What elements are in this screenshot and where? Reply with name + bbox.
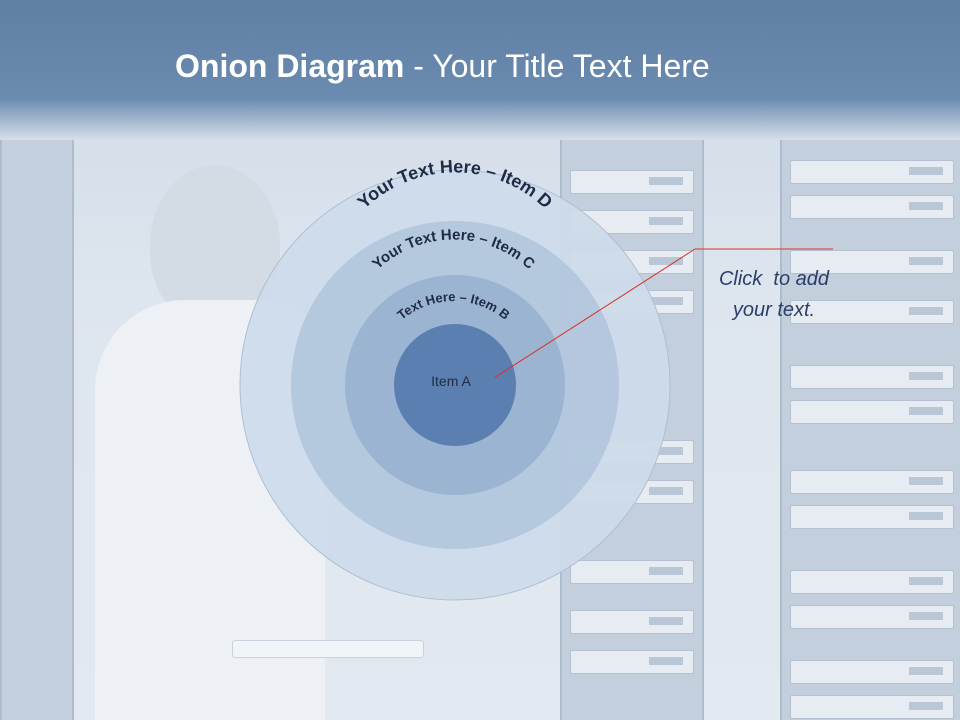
- callout-line: [493, 248, 833, 379]
- header-band: [0, 0, 960, 140]
- callout-line-1: Click to add: [718, 268, 830, 290]
- callout-line-2: your text.: [732, 299, 816, 321]
- item-a-label: Item A: [431, 373, 471, 389]
- server-rack: [0, 140, 74, 720]
- callout-text-box[interactable]: Click to add your text.: [690, 264, 858, 326]
- slide-title[interactable]: Onion Diagram - Your Title Text Here: [175, 48, 710, 85]
- core-item-a[interactable]: [394, 324, 516, 446]
- title-bold: Onion Diagram: [175, 48, 405, 84]
- title-rest: - Your Title Text Here: [404, 48, 710, 84]
- laptop: [232, 640, 424, 658]
- server-rack: [780, 140, 960, 720]
